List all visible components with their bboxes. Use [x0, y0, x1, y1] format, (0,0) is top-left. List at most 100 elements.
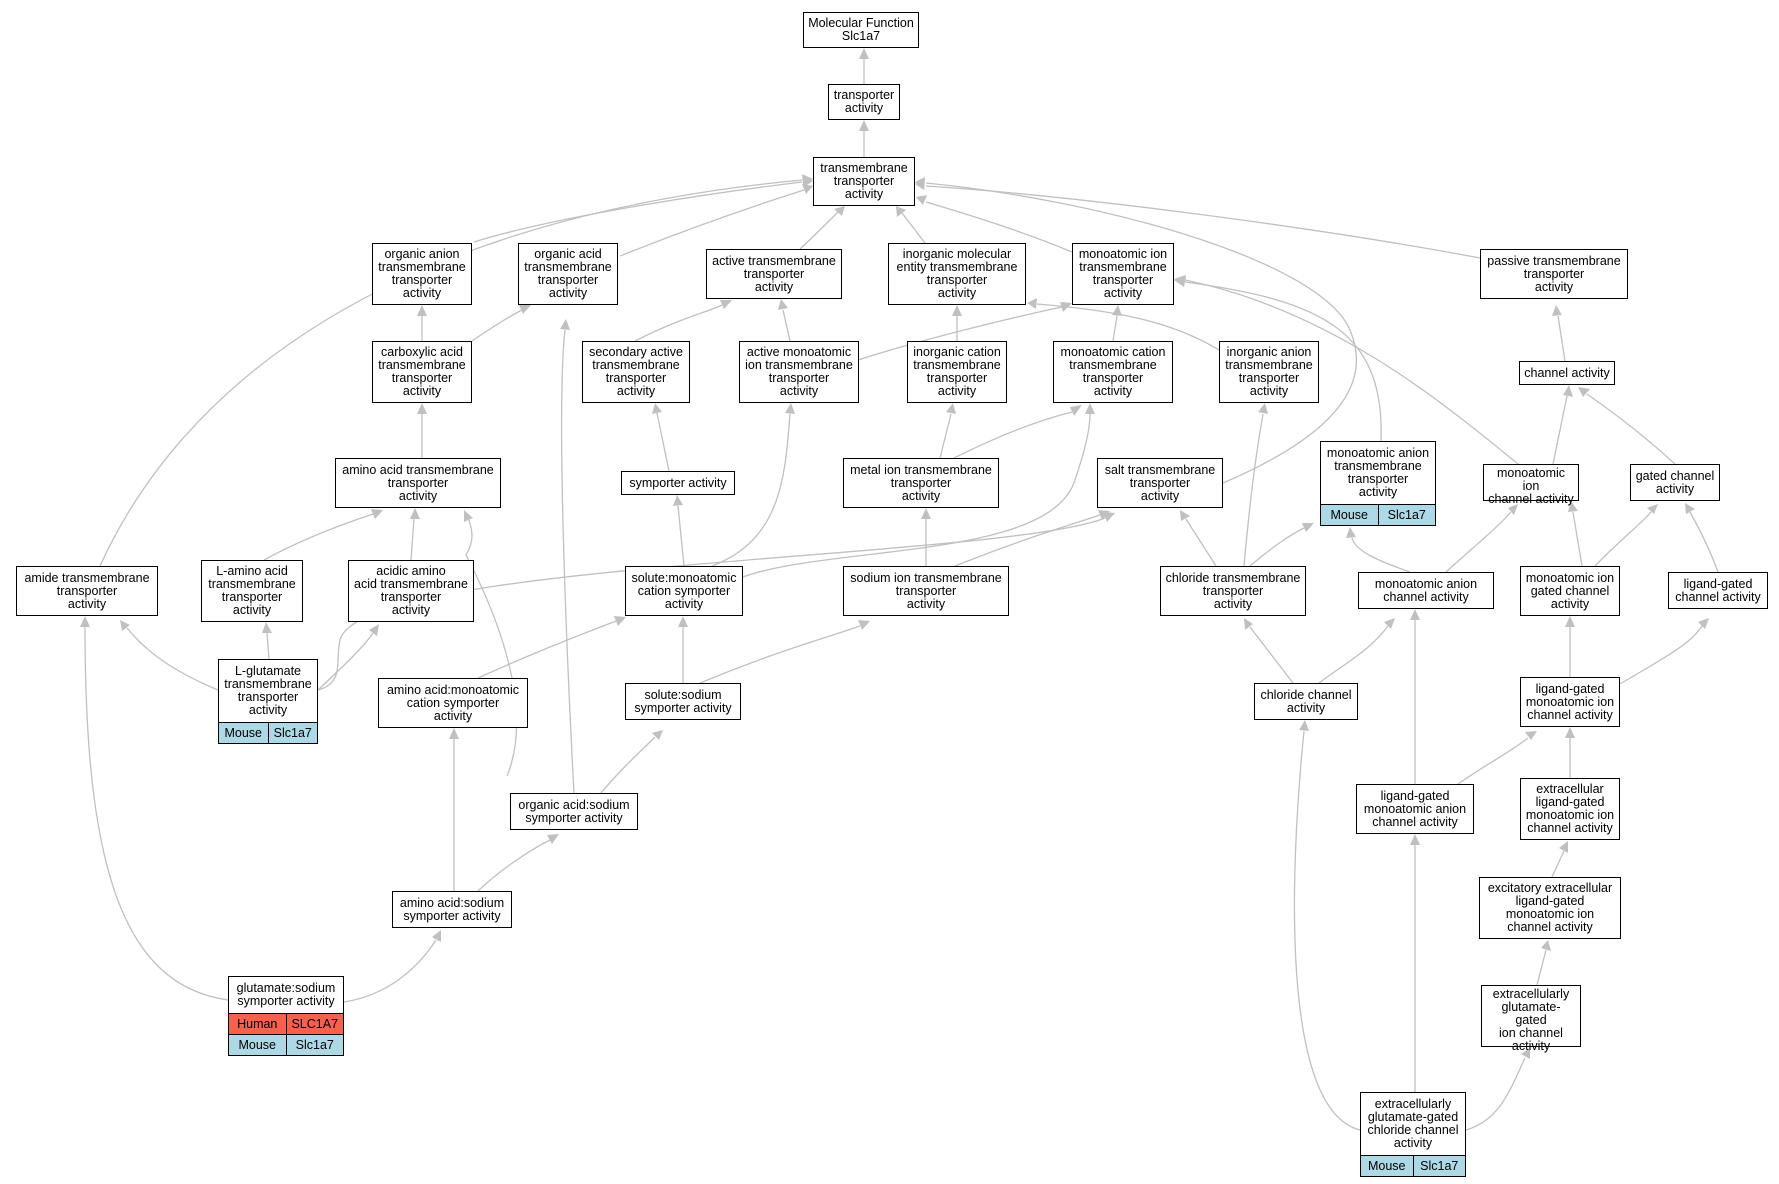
- go-term-node-lglut[interactable]: L-glutamate transmembrane transporter ac…: [218, 659, 318, 744]
- go-term-node-actmono[interactable]: active monoatomic ion transmembrane tran…: [739, 341, 859, 403]
- edge-arrowhead: [652, 730, 663, 740]
- go-term-label: channel activity: [1524, 365, 1610, 380]
- edge-line: [317, 517, 1106, 691]
- go-term-node-solmonocat[interactable]: solute:monoatomic cation symporter activ…: [625, 566, 743, 616]
- edge-line: [1557, 315, 1566, 362]
- edge-arrowhead: [859, 48, 869, 59]
- go-term-node-symporter[interactable]: symporter activity: [621, 471, 735, 495]
- edge-arrowhead: [417, 305, 427, 316]
- edge-line: [742, 413, 1091, 578]
- edge-line: [317, 632, 374, 691]
- go-term-node-inorgmol[interactable]: inorganic molecular entity transmembrane…: [888, 243, 1026, 305]
- go-term-node-extraglucl[interactable]: extracellularly glutamate-gated chloride…: [1360, 1092, 1466, 1177]
- go-term-label: transporter activity: [833, 88, 895, 115]
- go-term-label: sodium ion transmembrane transporter act…: [850, 570, 1002, 611]
- go-term-node-mf[interactable]: Molecular Function Slc1a7: [803, 12, 919, 48]
- edge-line: [1536, 949, 1547, 986]
- go-term-label: extracellularly glutamate-gated chloride…: [1367, 1097, 1459, 1150]
- go-term-node-monocat[interactable]: monoatomic cation transmembrane transpor…: [1053, 341, 1173, 403]
- go-term-node-monoionch[interactable]: monoatomic ion channel activity: [1483, 464, 1579, 506]
- go-term-label: ligand-gated monoatomic anion channel ac…: [1363, 788, 1467, 829]
- edge-line: [1243, 413, 1264, 567]
- go-term-node-lgmonoanion[interactable]: ligand-gated monoatomic anion channel ac…: [1356, 784, 1474, 834]
- edge-line: [99, 179, 803, 567]
- go-term-label: organic anion transmembrane transporter …: [378, 247, 466, 300]
- go-term-node-tta[interactable]: transmembrane transporter activity: [813, 157, 915, 206]
- go-term-node-oasodium[interactable]: organic acid:sodium symporter activity: [510, 793, 638, 830]
- edge-line: [1465, 1057, 1526, 1131]
- go-term-node-aatta[interactable]: amino acid transmembrane transporter act…: [335, 458, 501, 508]
- edge-line: [1112, 315, 1118, 342]
- edge-arrowhead: [262, 622, 272, 633]
- edge-line: [465, 519, 518, 777]
- organism-label: Mouse: [1330, 508, 1369, 522]
- go-term-label: symporter activity: [629, 475, 727, 490]
- edge-arrowhead: [785, 403, 795, 414]
- edge-line: [1586, 393, 1676, 465]
- go-term-node-carbox[interactable]: carboxylic acid transmembrane transporte…: [372, 341, 472, 403]
- go-term-node-monoiongated[interactable]: monoatomic ion gated channel activity: [1520, 566, 1620, 616]
- edge-line: [1572, 511, 1583, 567]
- edge-arrowhead: [1563, 385, 1573, 397]
- go-term-node-ligandgated[interactable]: ligand-gated channel activity: [1668, 572, 1768, 609]
- go-term-label: monoatomic ion gated channel activity: [1525, 570, 1615, 611]
- go-term-node-oatta[interactable]: organic anion transmembrane transporter …: [372, 243, 472, 305]
- go-term-node-salt[interactable]: salt transmembrane transporter activity: [1097, 458, 1223, 508]
- go-term-node-channel[interactable]: channel activity: [1519, 361, 1615, 385]
- edge-line: [1249, 626, 1294, 684]
- go-term-node-lgmonoion[interactable]: ligand-gated monoatomic ion channel acti…: [1520, 677, 1620, 727]
- go-term-node-aamonocat[interactable]: amino acid:monoatomic cation symporter a…: [378, 678, 528, 728]
- edge-arrowhead: [858, 620, 870, 630]
- go-term-node-sodium[interactable]: sodium ion transmembrane transporter act…: [843, 566, 1009, 616]
- go-term-node-gated[interactable]: gated channel activity: [1630, 464, 1720, 501]
- go-term-node-monoion[interactable]: monoatomic ion transmembrane transporter…: [1072, 243, 1174, 305]
- go-term-node-laa[interactable]: L-amino acid transmembrane transporter a…: [201, 560, 303, 622]
- go-term-node-acttta[interactable]: active transmembrane transporter activit…: [706, 249, 842, 299]
- go-term-label: excitatory extracellular ligand-gated mo…: [1487, 881, 1613, 934]
- go-term-label: inorganic molecular entity transmembrane…: [896, 247, 1018, 300]
- edge-arrowhead: [1085, 403, 1095, 414]
- go-term-node-passive[interactable]: passive transmembrane transporter activi…: [1480, 249, 1628, 299]
- go-term-label: amide transmembrane transporter activity: [24, 570, 150, 611]
- go-term-node-secactive[interactable]: secondary active transmembrane transport…: [582, 341, 690, 403]
- go-term-node-acidicaa[interactable]: acidic amino acid transmembrane transpor…: [348, 560, 474, 622]
- go-term-label: transmembrane transporter activity: [820, 161, 908, 201]
- go-term-node-chloride[interactable]: chloride transmembrane transporter activ…: [1160, 566, 1306, 616]
- go-term-node-oacidtta[interactable]: organic acid transmembrane transporter a…: [518, 243, 618, 305]
- go-term-node-extraglu[interactable]: extracellularly glutamate-gated ion chan…: [1481, 985, 1581, 1053]
- edge-line: [1184, 279, 1519, 465]
- go-term-label: salt transmembrane transporter activity: [1104, 462, 1216, 503]
- go-term-node-extralg[interactable]: extracellular ligand-gated monoatomic io…: [1520, 778, 1620, 840]
- edge-arrowhead: [1525, 731, 1537, 740]
- go-term-node-monoanionch[interactable]: monoatomic anion channel activity: [1358, 572, 1494, 609]
- edge-arrowhead: [1541, 940, 1551, 951]
- go-term-label: inorganic anion transmembrane transporte…: [1225, 345, 1313, 398]
- annotation-row: Mouse Slc1a7: [219, 722, 317, 743]
- edge-line: [1689, 511, 1719, 573]
- edge-line: [477, 839, 551, 892]
- go-term-node-amide[interactable]: amide transmembrane transporter activity: [16, 566, 158, 616]
- go-term-node-aasodium[interactable]: amino acid:sodium symporter activity: [392, 891, 512, 928]
- edge-line: [925, 201, 1073, 253]
- organism-label: Mouse: [224, 726, 263, 740]
- go-term-node-ta[interactable]: transporter activity: [828, 84, 900, 120]
- go-term-node-solsodium[interactable]: solute:sodium symporter activity: [625, 683, 741, 720]
- edge-arrowhead: [369, 624, 379, 636]
- go-term-label: amino acid:sodium symporter activity: [399, 895, 505, 923]
- go-term-node-metal[interactable]: metal ion transmembrane transporter acti…: [843, 458, 999, 508]
- gene-label: Slc1a7: [267, 723, 318, 743]
- go-term-node-inorgcat[interactable]: inorganic cation transmembrane transport…: [907, 341, 1007, 403]
- edge-line: [619, 189, 805, 257]
- go-term-node-monoanion[interactable]: monoatomic anion transmembrane transport…: [1320, 441, 1436, 526]
- edge-line: [656, 412, 670, 472]
- edge-arrowhead: [921, 508, 931, 519]
- go-term-node-chloridech[interactable]: chloride channel activity: [1254, 683, 1358, 720]
- edge-arrowhead: [1410, 609, 1420, 620]
- go-term-node-inorganion[interactable]: inorganic anion transmembrane transporte…: [1219, 341, 1319, 403]
- edge-line: [1036, 303, 1220, 351]
- go-term-node-excit[interactable]: excitatory extracellular ligand-gated mo…: [1479, 877, 1621, 939]
- organism-label: Mouse: [1367, 1159, 1406, 1173]
